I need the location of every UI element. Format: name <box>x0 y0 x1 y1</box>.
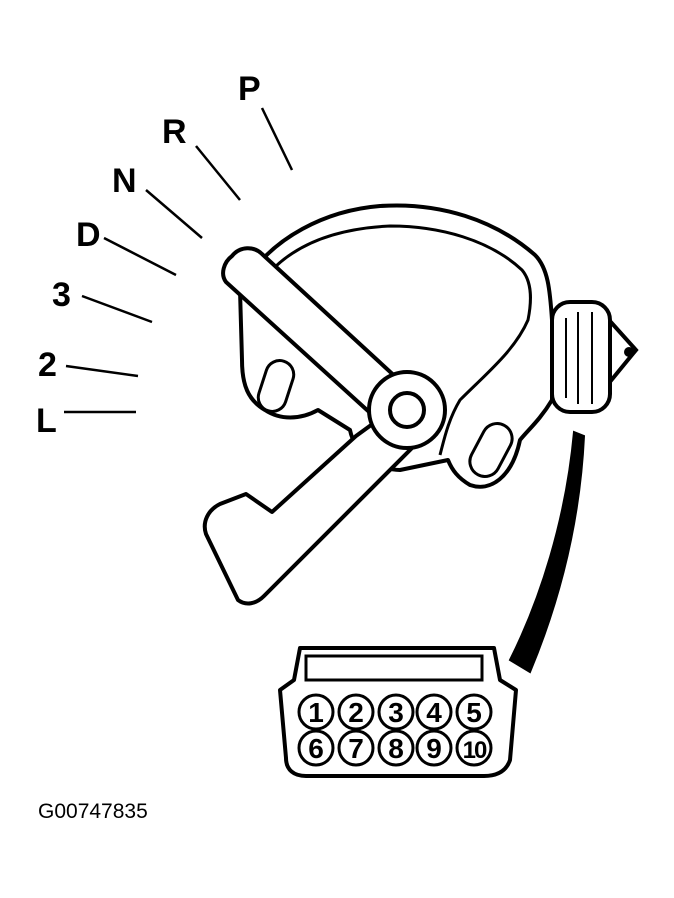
pin-label-4: 4 <box>426 697 442 728</box>
neutral-safety-switch <box>238 203 554 489</box>
pin-label-7: 7 <box>348 733 364 764</box>
gear-label-n: N <box>112 162 137 200</box>
switch-housing <box>238 203 554 489</box>
gear-label-3: 3 <box>52 276 71 314</box>
pin-4 <box>415 693 453 731</box>
leader-line-r <box>195 145 241 201</box>
harness-wire <box>508 430 586 674</box>
pin-9 <box>415 729 453 767</box>
pin-label-9: 9 <box>426 733 442 764</box>
pin-1 <box>297 693 335 731</box>
pin-label-3: 3 <box>388 697 404 728</box>
pin-3 <box>377 693 415 731</box>
leader-lines <box>64 107 294 414</box>
pin-label-5: 5 <box>466 697 482 728</box>
shift-lever <box>202 246 447 606</box>
pin-10 <box>455 729 493 767</box>
sector-arc <box>268 224 532 456</box>
connector-pin-labels: 1 2 3 4 5 6 7 8 9 10 <box>308 697 489 764</box>
gear-labels: P R N D 3 2 L <box>36 70 261 440</box>
gear-label-r: R <box>162 113 187 151</box>
harness-connector: 1 2 3 4 5 6 7 8 9 10 <box>278 646 518 778</box>
leader-line-n <box>145 189 203 239</box>
leader-line-3 <box>81 294 153 324</box>
pin-7 <box>337 729 375 767</box>
leader-line-p <box>260 107 294 171</box>
gear-label-d: D <box>76 216 101 254</box>
pin-label-1: 1 <box>308 697 324 728</box>
left-mounting-slot <box>256 359 296 413</box>
pin-5 <box>455 693 493 731</box>
figure-id: G00747835 <box>38 800 148 823</box>
right-mounting-slot <box>468 422 514 478</box>
connector-latch-window <box>304 654 484 682</box>
gear-label-l: L <box>36 402 57 440</box>
leader-line-2 <box>65 364 139 378</box>
pin-label-2: 2 <box>348 697 364 728</box>
lever-pivot-inner <box>388 391 426 429</box>
gear-label-p: P <box>238 70 261 108</box>
gear-label-2: 2 <box>38 346 57 384</box>
pin-6 <box>297 729 335 767</box>
pin-2 <box>337 693 375 731</box>
leader-line-d <box>103 236 177 277</box>
switch-connector-knob <box>550 300 639 414</box>
pin-label-6: 6 <box>308 733 324 764</box>
knob-body <box>550 300 612 414</box>
lever-lower-arm <box>202 402 442 606</box>
connector-pins <box>297 693 493 767</box>
pin-8 <box>377 729 415 767</box>
knob-end-dot <box>624 347 634 357</box>
pin-label-10: 10 <box>463 737 487 764</box>
pin-label-8: 8 <box>388 733 404 764</box>
